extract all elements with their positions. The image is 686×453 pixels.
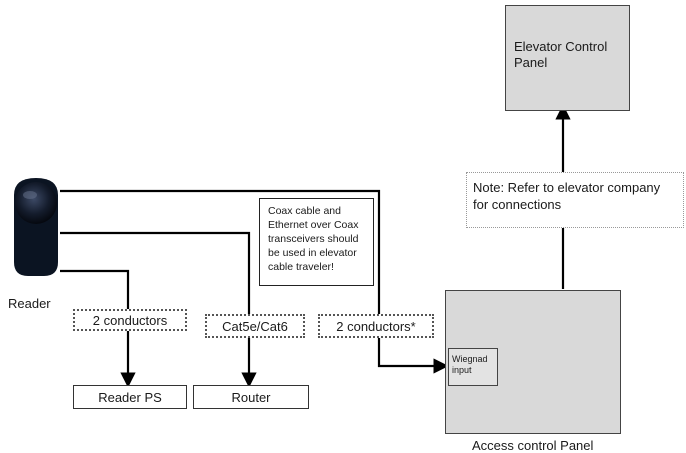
cable-label-panel-text: 2 conductors* xyxy=(336,318,416,334)
elevator-note: Note: Refer to elevator company for conn… xyxy=(466,172,684,228)
wiegand-input-label: Wiegnad input xyxy=(452,354,488,375)
cable-label-reader-ps: 2 conductors xyxy=(73,309,187,331)
wire-reader-ps xyxy=(60,269,136,388)
elevator-control-panel: Elevator Control Panel xyxy=(505,5,630,111)
reader-label: Reader xyxy=(8,296,51,311)
router-box: Router xyxy=(193,385,309,409)
elevator-note-text: Note: Refer to elevator company for conn… xyxy=(473,180,661,212)
coax-callout-text: Coax cable and Ethernet over Coax transc… xyxy=(268,205,359,273)
reader-ps-box: Reader PS xyxy=(73,385,187,409)
reader-ps-label: Reader PS xyxy=(98,389,162,405)
access-control-panel: Wiegnad input xyxy=(445,290,621,434)
wiegand-input-port: Wiegnad input xyxy=(448,348,498,386)
coax-callout: Coax cable and Ethernet over Coax transc… xyxy=(259,198,374,286)
access-control-panel-label: Access control Panel xyxy=(472,438,594,453)
cable-label-reader-ps-text: 2 conductors xyxy=(92,312,168,328)
cable-label-panel: 2 conductors* xyxy=(318,314,434,338)
router-label: Router xyxy=(231,389,271,405)
wire-reader-panel xyxy=(60,189,449,374)
wire-reader-router xyxy=(60,231,257,388)
cable-label-router: Cat5e/Cat6 xyxy=(205,314,305,338)
cable-label-router-text: Cat5e/Cat6 xyxy=(222,318,288,334)
reader-device-icon xyxy=(14,178,58,276)
elevator-control-panel-title: Elevator Control Panel xyxy=(514,39,608,70)
